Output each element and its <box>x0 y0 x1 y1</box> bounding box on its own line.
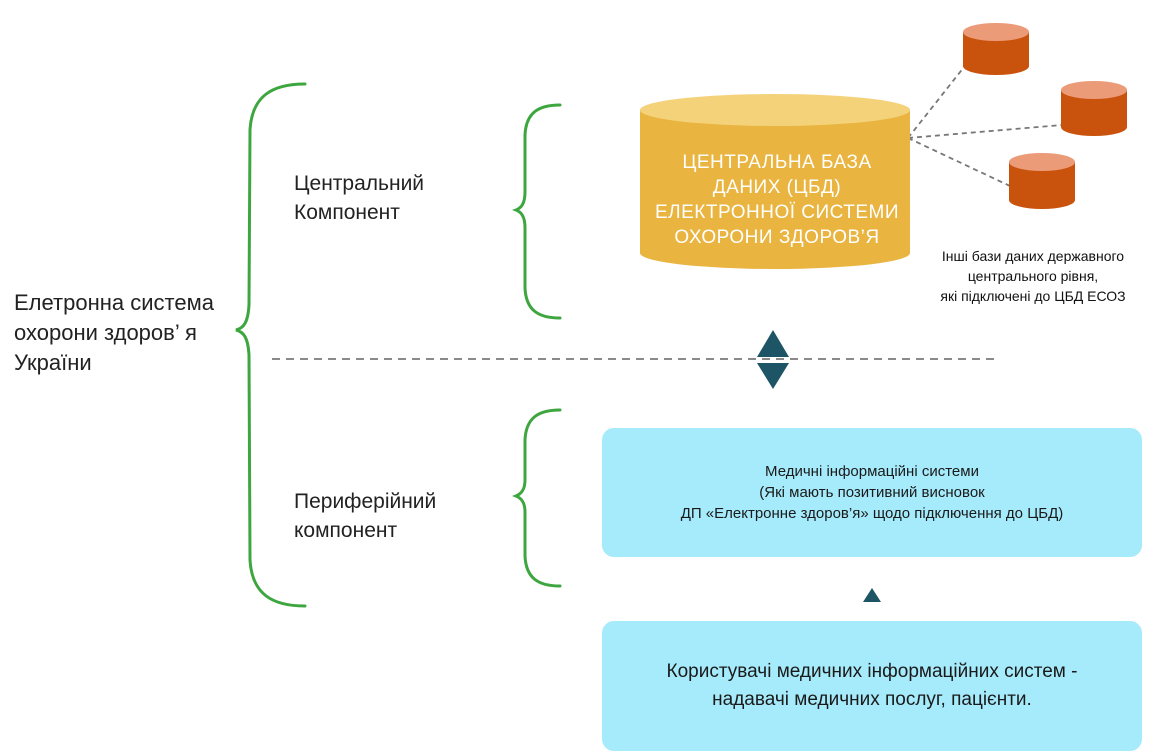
connector-line-1 <box>907 61 969 139</box>
other-dbs-caption-line: центрального рівня, <box>967 268 1099 284</box>
arrow-up-icon <box>757 330 789 357</box>
mis-box-line: Медичні інформаційні системи <box>765 463 979 480</box>
mis-box-line: ДП «Електронне здоров’я» щодо підключенн… <box>680 505 1064 522</box>
peripheral-component-label: Периферійний компонент <box>294 490 437 542</box>
arrow-down-icon <box>757 363 789 389</box>
mis-box: Медичні інформаційні системи (Які мають … <box>602 428 1142 557</box>
central-db-label-line: ЕЛЕКТРОННОЇ СИСТЕМИ <box>654 202 900 223</box>
central-db-label-line: ОХОРОНИ ЗДОРОВ’Я <box>674 227 880 248</box>
central-db-label: ЦЕНТРАЛЬНА БАЗА ДАНИХ (ЦБД) ЕЛЕКТРОННОЇ … <box>643 150 911 250</box>
system-title: Елетронна система охорони здоров’ я Укра… <box>14 290 214 375</box>
central-component-label: Центральний Компонент <box>294 172 425 224</box>
central-brace <box>511 103 562 320</box>
other-dbs-caption-line: які підключені до ЦБД ЕСОЗ <box>940 288 1126 304</box>
users-box: Користувачі медичних інформаційних систе… <box>602 621 1142 751</box>
connector-line-2 <box>907 124 1063 139</box>
other-db-cylinder-icon-3 <box>1009 153 1075 209</box>
other-dbs-caption-line: Інші бази даних державного <box>941 248 1125 264</box>
central-db-cylinder-icon <box>640 94 910 269</box>
other-dbs-caption: Інші бази даних державного центрального … <box>910 246 1156 306</box>
small-arrow-up-icon <box>863 588 881 602</box>
users-box-line: надавачі медичних послуг, пацієнти. <box>712 689 1032 710</box>
mis-box-line: (Які мають позитивний висновок <box>759 484 985 501</box>
outer-brace <box>235 82 307 608</box>
central-db-label-line: ДАНИХ (ЦБД) <box>712 177 842 198</box>
users-box-line: Користувачі медичних інформаційних систе… <box>666 661 1078 682</box>
peripheral-brace <box>511 408 562 588</box>
connector-line-3 <box>907 137 1011 187</box>
central-db-label-line: ЦЕНТРАЛЬНА БАЗА <box>682 152 872 173</box>
other-db-cylinder-icon-1 <box>963 23 1029 75</box>
other-db-cylinder-icon-2 <box>1061 81 1127 136</box>
